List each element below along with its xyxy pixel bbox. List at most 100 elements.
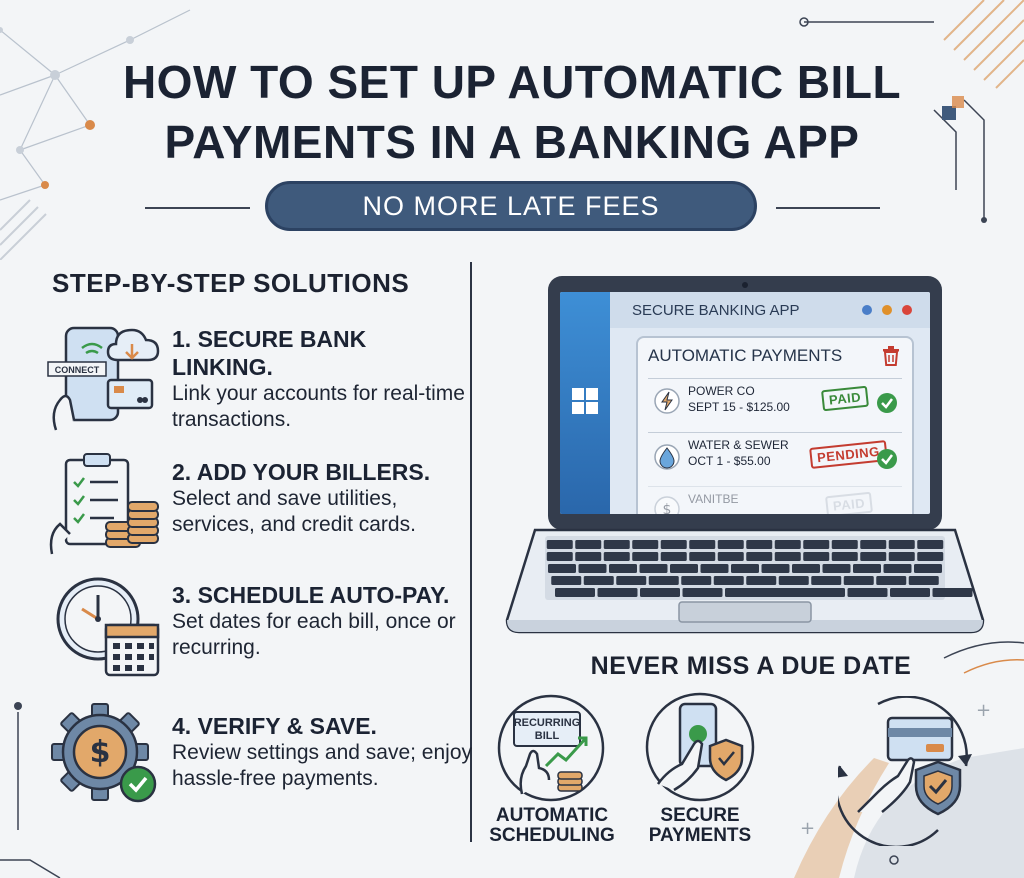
biller-name: VANITBE [688,492,739,506]
keyboard-key [551,576,582,585]
keyboard-key [648,576,679,585]
feature-label: SECURE PAYMENTS [632,806,768,846]
row-divider [648,486,902,487]
keyboard-key [883,564,912,573]
phone-bank-link-icon: CONNECT [47,326,160,431]
laptop-screen: SECURE BANKING APP AUTOMATIC PAYMENTS PO… [560,292,930,514]
keyboard-key [860,552,887,561]
keyboard-key [822,564,851,573]
keyboard-key [890,588,930,597]
step-description: Set dates for each bill, once or recurri… [172,610,456,659]
keyboard-key [932,588,973,597]
keyboard-key [603,540,630,549]
keyboard-key [843,576,874,585]
keyboard-key [575,540,602,549]
dollar-icon: $ [654,496,680,514]
keyboard-key [792,564,820,573]
check-circle-icon [877,449,897,469]
check-circle-icon [877,393,897,413]
keyboard-key [917,552,944,561]
keyboard-key [803,540,830,549]
keyboard-key [888,540,915,549]
keyboard-key [847,588,888,597]
section-heading: NEVER MISS A DUE DATE [590,652,912,680]
maximize-button[interactable] [882,305,892,315]
keyboard-key [778,576,809,585]
keyboard-key [689,540,716,549]
keyboard-key [831,540,858,549]
keyboard-key [717,552,744,561]
phone-shield-icon [645,692,755,802]
payment-row[interactable]: POWER CO SEPT 15 - $125.00 PAID [648,378,902,426]
step-3: 3. SCHEDULE AUTO-PAY. Set dates for each… [172,581,472,661]
feature-label-line: SECURE [660,805,740,826]
card-shield-icon [838,696,972,846]
keyboard-key [603,552,630,561]
keyboard-key [660,540,687,549]
trash-icon[interactable] [882,346,900,366]
payment-row[interactable]: $ VANITBE PAID [648,486,902,514]
keyboard-key [917,540,944,549]
keyboard-key [731,564,759,573]
keyboard-key [632,540,659,549]
close-button[interactable] [902,305,912,315]
keyboard-key [914,564,942,573]
laptop-keyboard [505,528,985,634]
keyboard-key [575,552,602,561]
title-line: HOW TO SET UP AUTOMATIC BILL [122,56,902,108]
keyboard-key [583,576,614,585]
keyboard-key [578,564,607,573]
recurring-label: RECURRING [514,717,581,729]
keyboard-key [616,576,647,585]
step-description: Link your accounts for real-time transac… [172,382,465,431]
keyboard-key [548,564,576,573]
keyboard-key [660,552,687,561]
keyboard-key [555,588,595,597]
keyboard-key [713,576,744,585]
desktop-sidebar [560,292,610,514]
title-line: PAYMENTS IN A BANKING APP [164,116,860,168]
keyboard-key [853,564,881,573]
connect-label: CONNECT [55,365,100,375]
feature-label-line: PAYMENTS [648,825,752,846]
keyboard-key [888,552,915,561]
keyboard-key [632,552,659,561]
webcam-icon [742,282,748,288]
step-1: 1. SECURE BANK LINKING. Link your accoun… [172,325,472,433]
keyboard-key [908,576,939,585]
feature-label-line: AUTOMATIC [495,805,609,826]
keyboard-key [761,564,790,573]
lightning-icon [654,388,680,414]
keyboard-key [876,576,907,585]
keyboard-key [639,564,668,573]
biller-name: WATER & SEWER [688,438,789,452]
keyboard-key [700,564,729,573]
keyboard-key [803,552,830,561]
svg-text:+: + [800,818,815,839]
minimize-button[interactable] [862,305,872,315]
keyboard-key [689,552,716,561]
checklist-coins-icon [49,453,159,555]
svg-text:+: + [976,700,991,721]
feature-label-line: SCHEDULING [489,825,615,846]
keyboard-key [546,540,573,549]
subtitle-banner: NO MORE LATE FEES [265,181,757,231]
keyboard-key [725,588,845,597]
keyboard-key [670,564,698,573]
page-title: HOW TO SET UP AUTOMATIC BILL PAYMENTS IN… [60,52,964,172]
biller-name: POWER CO [688,384,755,398]
divider [145,207,250,209]
keyboard-key [597,588,638,597]
step-title: 4. VERIFY & SAVE. [172,713,377,739]
keyboard-key [860,540,887,549]
keyboard-key [609,564,637,573]
payment-row[interactable]: WATER & SEWER OCT 1 - $55.00 PENDING [648,432,902,480]
keyboard-key [746,540,773,549]
row-divider [648,378,902,379]
clock-calendar-icon [56,577,160,677]
payment-detail: SEPT 15 - $125.00 [688,400,790,414]
keyboard-key [774,552,801,561]
row-divider [648,432,902,433]
automatic-payments-panel: AUTOMATIC PAYMENTS POWER CO SEPT 15 - $1… [636,336,914,514]
keyboard-key [682,588,723,597]
